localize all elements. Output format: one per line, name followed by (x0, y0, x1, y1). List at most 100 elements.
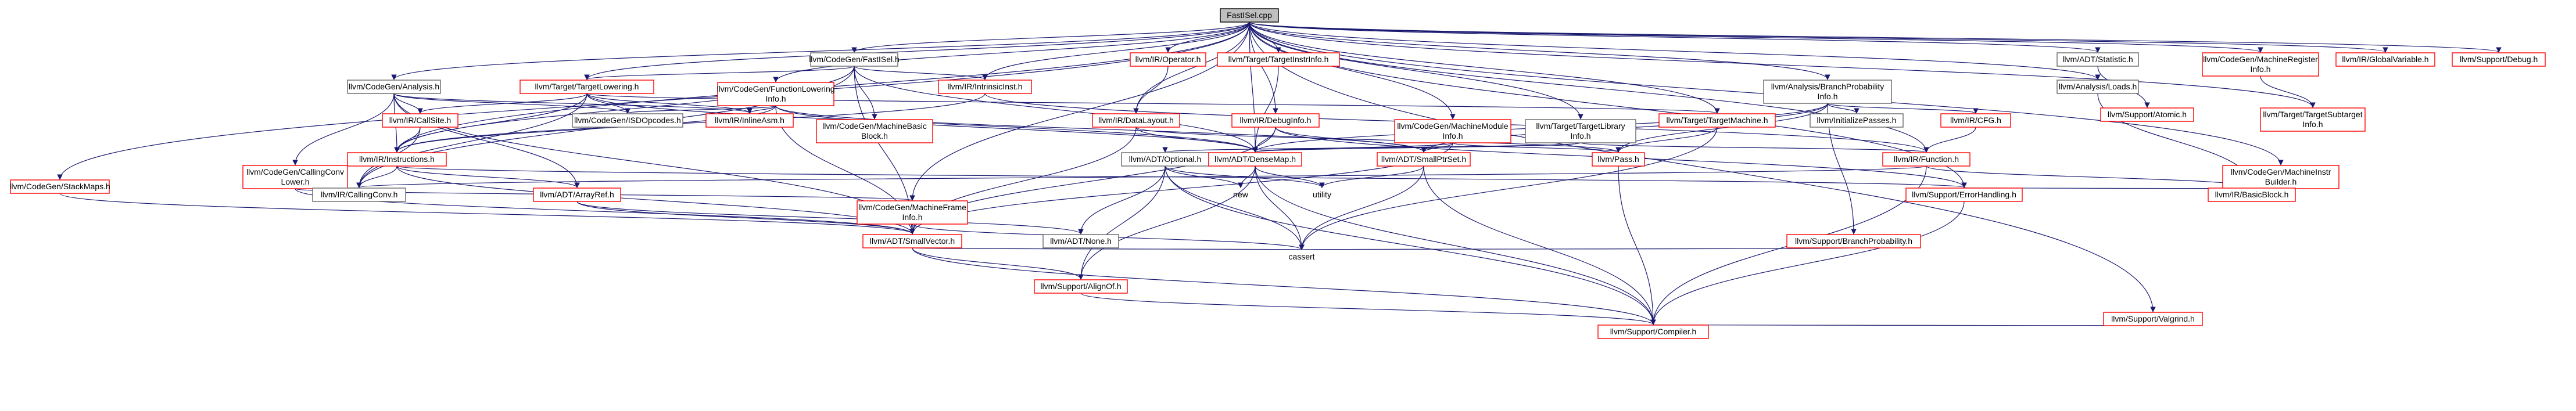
node-optional[interactable]: llvm/ADT/Optional.h (1121, 152, 1209, 167)
node-loads[interactable]: llvm/Analysis/Loads.h (2056, 80, 2139, 94)
edge-optional-to-alignof (1078, 165, 1166, 280)
node-tmach[interactable]: llvm/Target/TargetMachine.h (1658, 113, 1776, 128)
node-label: llvm/IR/InlineAsm.h (715, 116, 784, 125)
node-debug[interactable]: llvm/Support/Debug.h (2452, 52, 2546, 67)
node-alignof[interactable]: llvm/Support/AlignOf.h (1034, 279, 1128, 294)
edge-tlow-to-inlineasm (586, 93, 753, 114)
node-smallvector[interactable]: llvm/ADT/SmallVector.h (862, 234, 962, 248)
node-tlow[interactable]: llvm/Target/TargetLowering.h (520, 80, 654, 94)
node-label: llvm/CodeGen/Analysis.h (349, 82, 439, 91)
node-label: llvm/Support/Valgrind.h (2111, 314, 2195, 323)
node-basicblock[interactable]: llvm/IR/BasicBlock.h (2208, 188, 2296, 202)
node-smallptrset[interactable]: llvm/ADT/SmallPtrSet.h (1377, 152, 1471, 167)
node-box (862, 234, 962, 248)
node-callsite[interactable]: llvm/IR/CallSite.h (382, 113, 458, 128)
node-atomic[interactable]: llvm/Support/Atomic.h (2100, 107, 2194, 122)
node-label: llvm/CodeGen/CallingConv (246, 167, 344, 176)
node-instructions[interactable]: llvm/IR/Instructions.h (347, 152, 447, 167)
node-box (1231, 113, 1320, 128)
node-statistic[interactable]: llvm/ADT/Statistic.h (2056, 52, 2139, 67)
node-stackmaps[interactable]: llvm/CodeGen/StackMaps.h (9, 179, 110, 194)
node-box (1905, 188, 2023, 202)
node-box (1597, 325, 1709, 339)
node-box (2335, 52, 2435, 67)
edge-tlow-to-instructions (394, 93, 587, 153)
edge-function-to-basicblock (1926, 165, 2255, 188)
node-box (938, 80, 1032, 94)
node-compiler[interactable]: llvm/Support/Compiler.h (1597, 325, 1709, 339)
edge-analysis-to-inlineasm (393, 93, 753, 114)
node-datalayout[interactable]: llvm/IR/DataLayout.h (1092, 113, 1180, 128)
node-branchprob[interactable]: llvm/Support/BranchProbability.h (1786, 234, 1921, 248)
node-box (2056, 52, 2139, 67)
edge-tlib-to-optional (1163, 142, 1581, 153)
node-label: llvm/Target/TargetInstrInfo.h (1228, 55, 1329, 64)
node-valgrind[interactable]: llvm/Support/Valgrind.h (2103, 312, 2203, 326)
node-tinstr[interactable]: llvm/Target/TargetInstrInfo.h (1217, 52, 1340, 67)
node-label: llvm/Target/TargetLowering.h (535, 82, 639, 91)
node-callingconv[interactable]: llvm/IR/CallingConv.h (312, 188, 406, 202)
node-box (312, 188, 406, 202)
node-box (2452, 52, 2546, 67)
node-function[interactable]: llvm/IR/Function.h (1882, 152, 1970, 167)
edge-funclow-to-isdop (625, 105, 776, 114)
node-label: llvm/CodeGen/MachineModule (1397, 121, 1509, 131)
edge-valgrind-to-compiler (1653, 324, 2154, 330)
node-root[interactable]: FastISel.cpp (1220, 8, 1279, 23)
node-label: llvm/IR/DataLayout.h (1098, 116, 1174, 125)
node-box (572, 113, 683, 128)
node-debuginfo[interactable]: llvm/IR/DebugInfo.h (1231, 113, 1320, 128)
node-box (1042, 234, 1119, 248)
edge-tlib-to-function (1580, 142, 1929, 153)
node-box (10, 179, 110, 194)
node-label: llvm/CodeGen/MachineBasic (822, 121, 927, 131)
edge-root-to-intrinsic (982, 21, 1250, 80)
node-label: llvm/ADT/SmallVector.h (870, 236, 955, 246)
edge-analysis-to-arrayref (393, 93, 580, 188)
node-box (1658, 113, 1776, 128)
edge-errhandling-to-compiler (1650, 201, 1965, 325)
edge-root-to-fastiselh (851, 21, 1250, 53)
edge-smallvector-to-cassert (912, 244, 1302, 250)
node-globalvar[interactable]: llvm/IR/GlobalVariable.h (2335, 52, 2435, 67)
node-label: llvm/IR/Instructions.h (359, 154, 435, 164)
node-label: llvm/CodeGen/MachineInstr (2231, 167, 2331, 176)
node-label: llvm/IR/Function.h (1894, 154, 1959, 164)
node-none[interactable]: llvm/ADT/None.h (1042, 234, 1119, 248)
node-label: FastISel.cpp (1227, 10, 1272, 20)
node-label: llvm/ADT/ArrayRef.h (540, 190, 614, 199)
node-densemap[interactable]: llvm/ADT/DenseMap.h (1208, 152, 1302, 167)
node-errhandling[interactable]: llvm/Support/ErrorHandling.h (1905, 188, 2023, 202)
node-inlineasm[interactable]: llvm/IR/InlineAsm.h (705, 113, 794, 128)
node-pass[interactable]: llvm/Pass.h (1592, 152, 1645, 167)
edge-root-to-bprob (1249, 21, 1830, 80)
node-label: Info.h (1442, 131, 1463, 140)
edge-fastiselh-to-densemap (854, 66, 1258, 153)
node-analysis[interactable]: llvm/CodeGen/Analysis.h (347, 80, 441, 94)
node-isdop[interactable]: llvm/CodeGen/ISDOpcodes.h (572, 113, 683, 128)
edge-tlow-to-callsite (417, 93, 587, 114)
node-label: llvm/CodeGen/MachineFrame (858, 203, 966, 212)
node-irop[interactable]: llvm/IR/Operator.h (1130, 52, 1206, 67)
edge-root-to-tlow (584, 21, 1250, 80)
node-ircfg[interactable]: llvm/IR/CFG.h (1940, 113, 2011, 128)
edge-root-to-tmach (1249, 21, 1720, 114)
node-label: llvm/CodeGen/StackMaps.h (9, 182, 110, 191)
edge-mmi-to-pass (1452, 142, 1621, 153)
node-label: Info.h (2302, 120, 2323, 129)
node-fastiselh[interactable]: llvm/CodeGen/FastISel.h (809, 52, 900, 67)
node-initpasses[interactable]: llvm/InitializePasses.h (1810, 113, 1904, 128)
node-intrinsic[interactable]: llvm/IR/IntrinsicInst.h (938, 80, 1032, 94)
node-arrayref[interactable]: llvm/ADT/ArrayRef.h (533, 188, 621, 202)
